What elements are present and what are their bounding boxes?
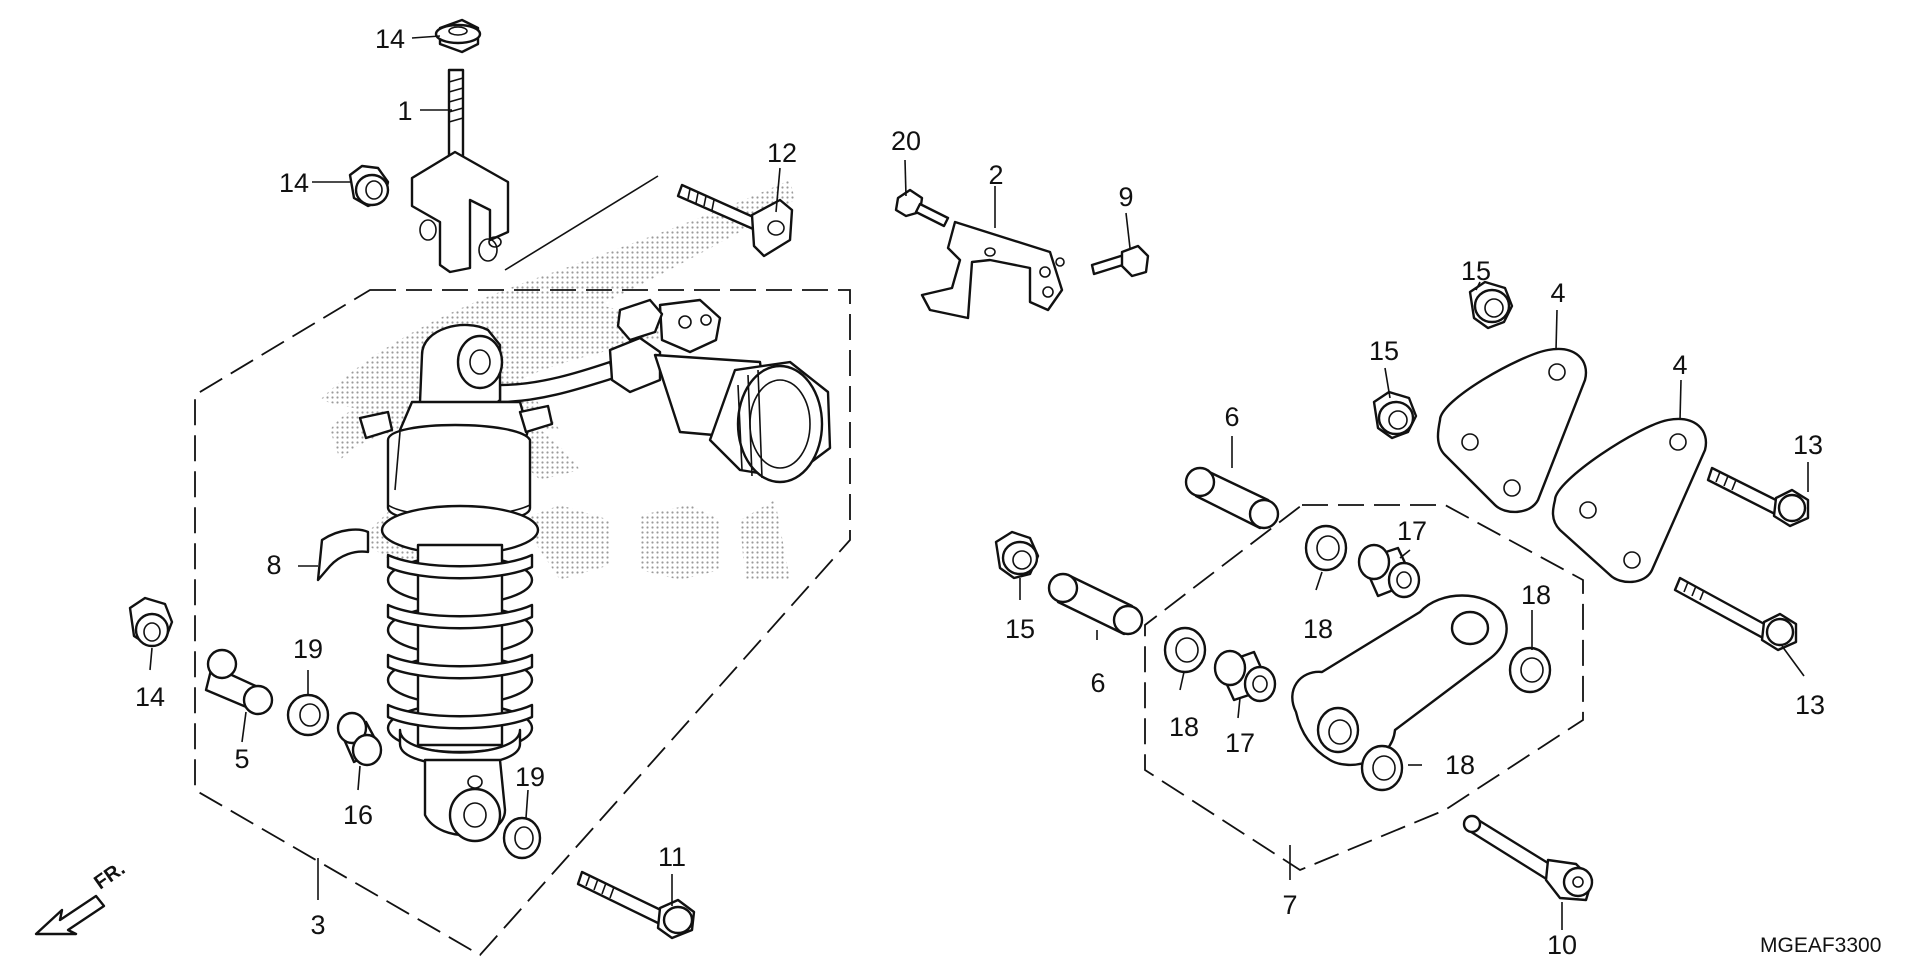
link-plate-4-right xyxy=(1551,417,1708,584)
upper-mount-leader xyxy=(504,175,659,271)
callout-4-left: 4 xyxy=(1550,278,1565,308)
callout-16: 16 xyxy=(343,800,373,830)
front-direction-arrow: FR. xyxy=(34,858,129,936)
bolt-11 xyxy=(576,870,696,940)
callout-2: 2 xyxy=(988,160,1003,190)
link-group-boundary xyxy=(1144,504,1584,872)
callout-12: 12 xyxy=(767,138,797,168)
callout-3: 3 xyxy=(310,910,325,940)
diagram-code: MGEAF3300 xyxy=(1760,934,1881,957)
flange-nut-lower-left xyxy=(128,596,174,648)
callout-15-top: 15 xyxy=(1461,256,1491,286)
callout-20: 20 xyxy=(891,126,921,156)
bolt-12 xyxy=(676,183,794,258)
callout-1: 1 xyxy=(397,96,412,126)
flange-nut-15-top xyxy=(1468,280,1514,330)
front-direction-label: FR. xyxy=(90,858,129,895)
bolt-10 xyxy=(1462,814,1594,902)
flange-nut-left xyxy=(348,164,390,208)
washer-18-d xyxy=(1360,744,1404,792)
callout-17-lower: 17 xyxy=(1225,728,1255,758)
bushing-17-b xyxy=(1213,649,1277,703)
callout-15-mid: 15 xyxy=(1369,336,1399,366)
callout-13-lower: 13 xyxy=(1795,690,1825,720)
washer-19-left xyxy=(286,693,330,737)
bolt-20 xyxy=(894,188,950,228)
callout-8: 8 xyxy=(266,550,281,580)
flange-nut-15-mid xyxy=(1372,390,1418,440)
collar-6-lower xyxy=(1047,572,1144,636)
rear-shock-absorber xyxy=(358,298,832,843)
washer-19-right xyxy=(502,816,542,860)
callout-labels: 14 1 14 12 20 2 9 15 15 4 4 13 13 6 6 15… xyxy=(135,24,1825,960)
hose-clip xyxy=(316,528,370,582)
callout-18-c: 18 xyxy=(1521,580,1551,610)
callout-6-upper: 6 xyxy=(1224,402,1239,432)
callout-9: 9 xyxy=(1118,182,1133,212)
bolt-13-lower xyxy=(1673,576,1798,652)
callout-17-upper: 17 xyxy=(1397,516,1427,546)
callout-18-a: 18 xyxy=(1303,614,1333,644)
upper-mount-bracket xyxy=(410,68,510,274)
callout-7: 7 xyxy=(1282,890,1297,920)
bushing-17-a xyxy=(1357,543,1421,599)
collar-5 xyxy=(204,648,274,716)
callout-19-left: 19 xyxy=(293,634,323,664)
shock-link-7 xyxy=(1291,594,1508,767)
coil-spring xyxy=(380,504,540,754)
collar-6-upper xyxy=(1184,466,1280,530)
callout-15-lower: 15 xyxy=(1005,614,1035,644)
leader-lines xyxy=(149,35,1809,930)
washer-18-a xyxy=(1304,524,1348,572)
callout-14-left: 14 xyxy=(279,168,309,198)
callout-14-top: 14 xyxy=(375,24,405,54)
callout-13-upper: 13 xyxy=(1793,430,1823,460)
callout-11: 11 xyxy=(658,842,686,872)
washer-18-b xyxy=(1163,626,1207,674)
bolt-9 xyxy=(1090,244,1150,278)
callout-14-lower: 14 xyxy=(135,682,165,712)
callout-18-d: 18 xyxy=(1445,750,1475,780)
link-plate-4-left xyxy=(1436,347,1588,514)
flange-nut-15-lower xyxy=(994,530,1040,580)
callout-4-right: 4 xyxy=(1672,350,1687,380)
bolt-13-upper xyxy=(1706,466,1810,528)
washer-18-c xyxy=(1508,646,1552,694)
callout-5: 5 xyxy=(234,744,249,774)
bushing-16 xyxy=(336,711,383,767)
flange-nut-top xyxy=(434,18,482,54)
shock-group-boundary xyxy=(194,289,851,957)
callout-6-lower: 6 xyxy=(1090,668,1105,698)
bracket-2 xyxy=(920,220,1065,320)
callout-10: 10 xyxy=(1547,930,1577,960)
callout-18-b: 18 xyxy=(1169,712,1199,742)
callout-19-right: 19 xyxy=(515,762,545,792)
